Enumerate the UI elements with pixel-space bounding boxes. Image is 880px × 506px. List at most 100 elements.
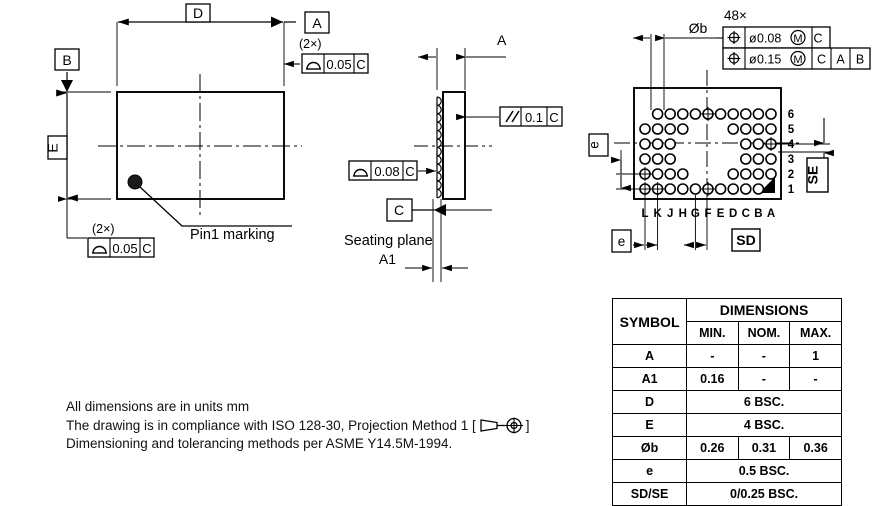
svg-text:D: D [729, 208, 737, 220]
seating-plane-label: Seating plane [344, 233, 433, 249]
table-row: E 4 BSC. [611, 413, 842, 437]
note-line-2: The drawing is in compliance with ISO 12… [66, 417, 529, 436]
dim-label-box-e [47, 135, 68, 160]
fcf1-dia-symbol: ø [749, 32, 757, 46]
datum-b-label: B [62, 52, 71, 68]
datum-a-box [304, 11, 330, 34]
svg-text:4: 4 [788, 139, 795, 151]
note-line-2-text: The drawing is in compliance with ISO 12… [66, 417, 476, 433]
fcf-position-frame-2: ø 0.15 M C A B [722, 47, 871, 70]
svg-text:C: C [742, 208, 750, 220]
datum-b-box [54, 48, 80, 71]
table-row: D 6 BSC. [611, 390, 842, 414]
table-row: A - - 1 [611, 344, 842, 368]
note-line-1: All dimensions are in units mm [66, 399, 250, 414]
svg-text:2: 2 [788, 169, 794, 181]
fcf2-datum-c: C [817, 53, 826, 67]
parallelism-icon [505, 110, 514, 123]
drawing-canvas: Pin1 marking D A (2×) 0.05 C E [45, 3, 871, 282]
pin1-label: Pin1 marking [190, 227, 275, 243]
svg-text:6: 6 [788, 109, 794, 121]
dim-label-a: A [497, 32, 507, 48]
row-e-value: 4 BSC. [686, 413, 842, 437]
fcf-flat-frame: 0.08 C [348, 160, 418, 181]
row-a1-max: - [789, 367, 842, 391]
solder-ball-profile-column [436, 96, 442, 199]
fcf-top-frame: 0.05 C [301, 53, 369, 74]
header-nom: NOM. [737, 321, 791, 345]
svg-text:F: F [704, 208, 711, 220]
fcf-flat-tolerance: 0.08 [374, 164, 399, 179]
pitch-label-e2: e [618, 234, 626, 249]
dimensions-table: SYMBOL DIMENSIONS MIN. NOM. MAX. A - - 1… [611, 298, 842, 506]
row-pitch-value: 0.5 BSC. [686, 459, 842, 483]
row-symbol-e: E [611, 413, 688, 437]
fcf-top-tolerance: 0.05 [326, 57, 351, 72]
datum-a-label: A [312, 15, 322, 31]
bga-column-labels: LK JH GF ED CB A [641, 208, 775, 220]
fcf2-datum-b: B [856, 53, 864, 67]
svg-text:H: H [679, 208, 687, 220]
row-symbol-ob: Øb [611, 436, 688, 460]
row-ob-max: 0.36 [789, 436, 842, 460]
ball-qty-label: 48× [724, 8, 747, 23]
profile-of-surface-icon [306, 61, 321, 70]
dim-label-e: E [45, 143, 61, 152]
note-line-2-close: ] [525, 417, 530, 433]
mmc-modifier-circle [790, 50, 806, 67]
svg-text:B: B [754, 208, 762, 220]
drawing-notes: All dimensions are in units mm The drawi… [66, 398, 529, 454]
row-symbol-sdse: SD/SE [611, 482, 688, 506]
fcf1-tolerance: 0.08 [757, 32, 781, 46]
pin1-leader-line [139, 186, 292, 227]
row-symbol-a: A [611, 344, 688, 368]
mmc-modifier-circle [790, 29, 806, 46]
iso-projection-method-1-icon [480, 417, 523, 434]
header-min: MIN. [686, 321, 739, 345]
dimensions-table-body: SYMBOL DIMENSIONS MIN. NOM. MAX. A - - 1… [611, 298, 842, 506]
profile-of-surface-icon [353, 168, 368, 177]
side-view: A 0.1 C 0.08 C C Seating plane [344, 32, 563, 282]
svg-text:E: E [717, 208, 725, 220]
datum-c-label: C [394, 202, 404, 218]
row-ob-nom: 0.31 [737, 436, 791, 460]
offset-label-box-sd [731, 228, 761, 252]
header-symbol: SYMBOL [611, 298, 688, 345]
row-d-value: 6 BSC. [686, 390, 842, 414]
top-view: Pin1 marking D A (2×) 0.05 C E [45, 3, 369, 258]
position-symbol-icon [727, 31, 741, 44]
dim-label-a1: A1 [379, 251, 396, 267]
pitch-label-box-e1 [588, 133, 609, 157]
row-ob-min: 0.26 [686, 436, 739, 460]
row-a-min: - [686, 344, 739, 368]
row-symbol-pitch: e [611, 459, 688, 483]
fcf2-tolerance: 0.15 [757, 53, 781, 67]
svg-text:A: A [767, 208, 775, 220]
ball-target-crosshairs [638, 107, 778, 196]
fcf2-datum-a: A [836, 53, 845, 67]
svg-text:1: 1 [788, 184, 795, 196]
ball-dia-label: Øb [689, 20, 708, 36]
bottom-view-bga: LK JH GF ED CB A 65 43 21 Øb 48× [587, 8, 871, 253]
table-row: Øb 0.26 0.31 0.36 [611, 436, 842, 460]
pitch-label-box-e2 [611, 229, 632, 253]
dim-label-box-d [185, 3, 211, 23]
offset-label-sd: SD [736, 232, 755, 248]
offset-label-box-se [806, 157, 829, 193]
datum-c-box [386, 198, 413, 222]
fcf-bottom-datum: C [142, 241, 151, 256]
table-header-row-1: SYMBOL DIMENSIONS [611, 298, 842, 345]
fcf-parallel-tolerance: 0.1 [525, 110, 543, 125]
row-a-max: 1 [789, 344, 842, 368]
fcf-flat-datum: C [405, 164, 414, 179]
ball-grid [639, 108, 777, 195]
mechanical-drawing-svg: Pin1 marking D A (2×) 0.05 C E [45, 3, 871, 282]
fcf1-modifier: M [793, 33, 802, 45]
position-symbol-icon [727, 52, 741, 65]
row-symbol-a1: A1 [611, 367, 688, 391]
fcf1-datum-c: C [813, 32, 822, 46]
pin1-marking-dot [127, 174, 143, 190]
note-line-3: Dimensioning and tolerancing methods per… [66, 436, 453, 451]
row-symbol-d: D [611, 390, 688, 414]
datum-b-triangle [61, 80, 73, 92]
